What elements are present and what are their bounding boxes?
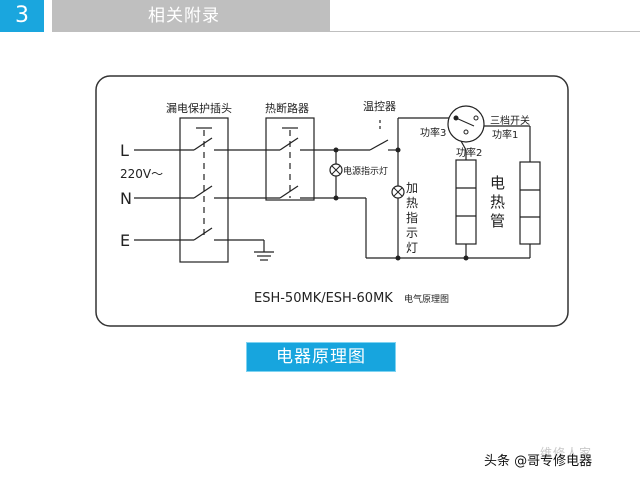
label-heater-1: 电 [490, 174, 505, 192]
header-divider [330, 31, 640, 32]
label-voltage: 220V～ [120, 167, 163, 181]
label-thermostat: 温控器 [363, 99, 396, 113]
label-power2: 功率2 [456, 146, 482, 159]
heat-indicator-lamp [391, 185, 405, 199]
diagram-caption: 电器原理图 [246, 342, 396, 372]
three-position-switch [447, 105, 485, 143]
label-power3: 功率3 [420, 126, 446, 139]
label-line-N: N [120, 189, 132, 208]
label-model: ESH-50MK/ESH-60MK [254, 291, 393, 306]
label-heat-indicator-5: 灯 [406, 241, 418, 255]
label-power1: 功率1 [492, 128, 518, 141]
label-thermal-breaker: 热断路器 [265, 101, 309, 115]
power-indicator-lamp [329, 163, 343, 177]
heater-tube-left [455, 159, 477, 245]
label-power-indicator: 电源指示灯 [343, 165, 388, 177]
label-heater-3: 管 [490, 212, 505, 230]
label-heat-indicator-1: 加 [406, 181, 418, 195]
watermark-faint: 维修人家 [540, 446, 593, 460]
label-heat-indicator-3: 指 [406, 210, 418, 225]
watermark-source: 头条 @哥专修电器 [484, 454, 593, 469]
section-title: 相关附录 [52, 0, 330, 32]
label-line-E: E [120, 231, 130, 250]
label-leakage-plug: 漏电保护插头 [166, 101, 232, 115]
label-line-L: L [120, 141, 129, 160]
section-header: 3 相关附录 [0, 0, 640, 32]
label-heat-indicator-4: 示 [406, 226, 418, 240]
label-heat-indicator-2: 热 [406, 196, 418, 210]
thermal-breaker-box [265, 117, 315, 201]
section-number: 3 [0, 0, 44, 32]
leakage-plug-box [179, 117, 229, 263]
heater-tube-right [519, 161, 541, 245]
label-heater-2: 热 [490, 193, 505, 211]
label-three-switch: 三档开关 [490, 114, 530, 127]
diagram-frame [95, 75, 569, 327]
label-diagram-name: 电气原理图 [404, 293, 449, 305]
